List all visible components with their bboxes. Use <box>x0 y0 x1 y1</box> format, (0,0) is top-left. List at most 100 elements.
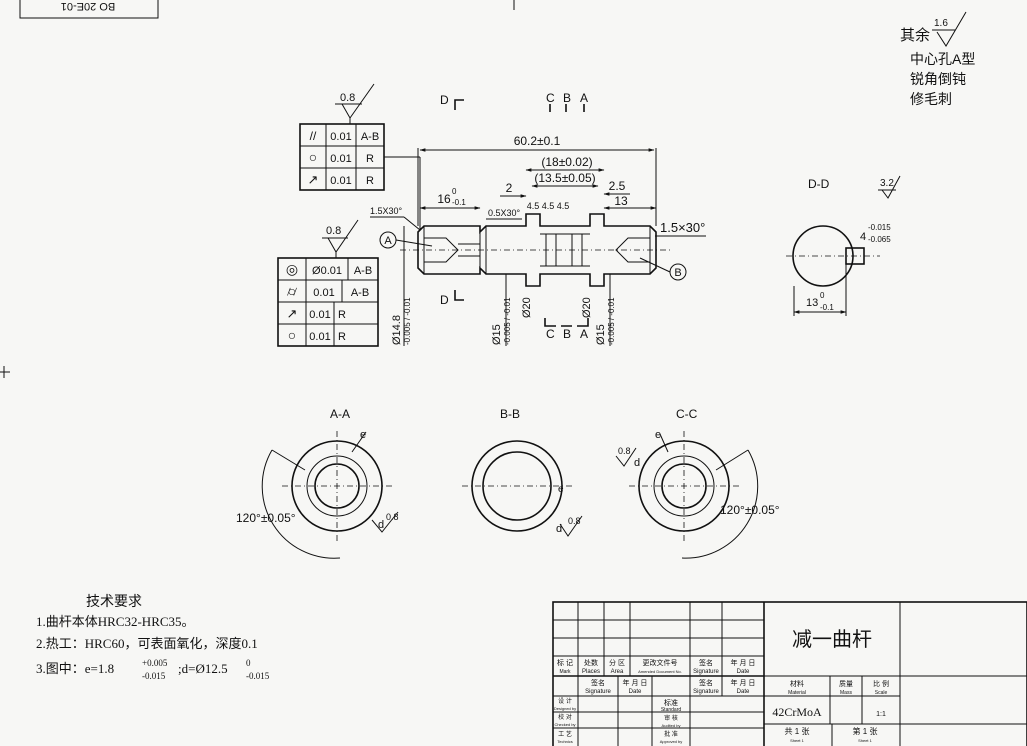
svg-text:-0.1: -0.1 <box>452 198 466 207</box>
svg-text:第 1 张: 第 1 张 <box>853 726 878 736</box>
rest-prefix: 其余 <box>900 26 930 44</box>
rest-roughness: 1.6 <box>934 18 948 29</box>
svg-text:-0.015: -0.015 <box>142 671 166 681</box>
svg-text:R: R <box>366 175 374 187</box>
dim-mid2: (13.5±0.05) <box>534 171 595 185</box>
svg-text:4.5: 4.5 <box>542 201 555 211</box>
svg-text:批 准: 批 准 <box>664 730 678 738</box>
svg-text:年 月 日: 年 月 日 <box>731 678 756 687</box>
part-name: 减一曲杆 <box>792 628 872 651</box>
svg-text:Approved by: Approved by <box>660 739 682 744</box>
dia-20-left: Ø20 <box>521 297 533 318</box>
center-hole-left <box>423 237 459 263</box>
svg-text:Mass: Mass <box>840 690 852 696</box>
svg-text:;d=Ø12.5: ;d=Ø12.5 <box>178 661 228 676</box>
svg-text:Area: Area <box>611 669 624 675</box>
tolerance-frame-left: ◎ Ø0.01 A-B ⌭ 0.01 A-B ↗ 0.01 R ○ 0.01 R <box>277 257 379 347</box>
svg-text:处数: 处数 <box>584 658 598 667</box>
roughness-symbol <box>936 11 967 47</box>
scale-value: 1:1 <box>876 711 886 718</box>
dia-20-right: Ø20 <box>581 297 593 318</box>
section-bb: B-B e d 0.8 <box>462 407 583 537</box>
svg-text:A-B: A-B <box>354 265 372 277</box>
svg-text:C: C <box>546 91 555 105</box>
svg-text:审 核: 审 核 <box>664 714 678 722</box>
chamfer-right: 1.5×30° <box>660 220 705 235</box>
svg-text:13: 13 <box>614 194 628 208</box>
general-notes: 其余 1.6 中心孔A型 锐角倒钝 修毛刺 <box>900 11 975 107</box>
svg-text:年 月 日: 年 月 日 <box>623 678 648 687</box>
svg-text:标准: 标准 <box>664 698 678 707</box>
section-d-top: D <box>440 93 449 107</box>
svg-text:0.01: 0.01 <box>313 287 334 299</box>
dia-15-right: Ø15 <box>595 324 607 345</box>
svg-text:0: 0 <box>452 187 457 196</box>
dim-mid1: (18±0.02) <box>541 155 592 169</box>
svg-text:B-B: B-B <box>500 407 520 421</box>
tech-title: 技术要求 <box>86 594 142 610</box>
svg-text:Signature: Signature <box>693 689 719 695</box>
svg-text:Sheet 1: Sheet 1 <box>858 738 873 743</box>
svg-text:材料: 材料 <box>790 679 804 688</box>
svg-text:标 记: 标 记 <box>557 658 573 667</box>
svg-text:Checked by: Checked by <box>554 722 575 727</box>
svg-text:0.8: 0.8 <box>568 516 581 526</box>
svg-text:签名: 签名 <box>699 658 713 667</box>
title-block: 减一曲杆 标 记 Mark 处数 Places 分 区 Area 更改文件号 A… <box>552 601 1027 746</box>
main-view: 0.8 // 0.01 A-B ○ 0.01 R ↗ 0.01 R 0.8 <box>277 83 706 347</box>
svg-text:共 1 张: 共 1 张 <box>785 727 810 736</box>
svg-text:4.5: 4.5 <box>527 201 540 211</box>
svg-text:0.8: 0.8 <box>618 446 631 456</box>
svg-text:e: e <box>558 484 564 495</box>
svg-text:2.5: 2.5 <box>609 179 626 193</box>
svg-text:Date: Date <box>629 689 642 695</box>
material-value: 42CrMoA <box>772 705 822 719</box>
svg-text:C-C: C-C <box>676 407 698 421</box>
svg-text:Designed by: Designed by <box>554 706 576 711</box>
svg-text:Standard: Standard <box>661 707 682 713</box>
svg-text:工 艺: 工 艺 <box>558 730 572 738</box>
svg-text:d: d <box>634 457 640 469</box>
svg-text:A-A: A-A <box>330 407 350 421</box>
svg-text:-0.005 / -0.01: -0.005 / -0.01 <box>403 297 412 345</box>
svg-text:-0.015: -0.015 <box>868 223 891 232</box>
svg-text:设 计: 设 计 <box>558 697 572 705</box>
svg-text:○: ○ <box>309 149 317 165</box>
svg-text:↗: ↗ <box>287 306 298 321</box>
svg-text:+0.005: +0.005 <box>142 658 168 668</box>
svg-text:-0.1: -0.1 <box>820 303 834 312</box>
section-d-bottom: D <box>440 293 449 307</box>
svg-text:签名: 签名 <box>591 678 605 687</box>
svg-text:Sheet 1: Sheet 1 <box>790 738 805 743</box>
svg-text:0.01: 0.01 <box>330 153 351 165</box>
corner-label: BO 20E-01 <box>61 0 115 12</box>
aa-angle: 120°±0.05° <box>236 511 296 525</box>
svg-text:16: 16 <box>437 192 451 206</box>
svg-text:3.图中：e=1.8: 3.图中：e=1.8 <box>36 661 114 676</box>
corner-stamp: BO 20E-01 <box>19 0 159 19</box>
svg-text:Material: Material <box>788 690 806 696</box>
svg-text:0: 0 <box>246 658 251 668</box>
svg-text:Date: Date <box>737 669 750 675</box>
svg-text:质量: 质量 <box>839 679 853 688</box>
svg-text:0.8: 0.8 <box>386 512 399 522</box>
svg-text:比 例: 比 例 <box>873 679 889 688</box>
cc-inner <box>661 463 707 509</box>
svg-text:B: B <box>563 91 571 105</box>
svg-text:C: C <box>546 327 555 341</box>
svg-text:R: R <box>338 309 346 321</box>
svg-text:Ø0.01: Ø0.01 <box>312 265 342 277</box>
svg-text:A: A <box>580 91 588 105</box>
svg-text:d: d <box>378 519 384 531</box>
svg-text:Signature: Signature <box>693 669 719 675</box>
svg-text:3.2: 3.2 <box>880 178 894 189</box>
note-line-1: 中心孔A型 <box>910 51 975 67</box>
svg-text:4.5: 4.5 <box>557 201 570 211</box>
svg-text:Signature: Signature <box>585 689 611 695</box>
svg-text:0.01: 0.01 <box>330 175 351 187</box>
section-dd: D-D 3.2 4 -0.015 -0.065 13 0 -0.1 <box>786 175 901 316</box>
svg-text:Amended Document No.: Amended Document No. <box>638 669 682 674</box>
svg-text:Date: Date <box>737 689 750 695</box>
svg-text:更改文件号: 更改文件号 <box>643 658 678 667</box>
